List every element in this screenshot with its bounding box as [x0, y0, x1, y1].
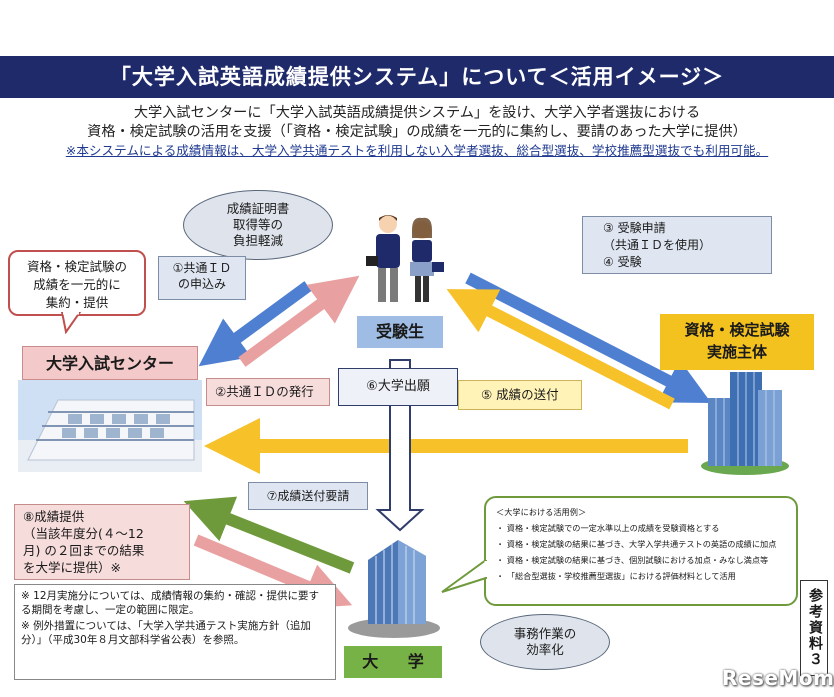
callout-pointer [60, 312, 82, 334]
uses-item-text: 資格・検定試験での一定水準以上の成績を受験資格とする [506, 523, 720, 533]
availability-note: ※本システムによる成績情報は、大学入学共通テストを利用しない入学者選抜、総合型選… [65, 143, 769, 158]
step-1-id-request: ①共通ＩＤ の申込み [158, 256, 246, 300]
bubble-line: 事務作業の [513, 626, 577, 641]
student-label: 受験生 [357, 316, 443, 348]
exam-body-line: 資格・検定試験 [684, 321, 790, 339]
arrow-id-request [198, 281, 312, 367]
step-line: （当該年度分(４～12 [23, 526, 144, 541]
center-label: 大学入試センター [22, 346, 198, 380]
step-3-4-exam-apply: ③ 受験申請 （共通ＩＤを使用） ④ 受験 [582, 216, 772, 274]
uses-item: ・ 資格・検定試験での一定水準以上の成績を受験資格とする [496, 523, 720, 533]
exam-body-line: 実施主体 [706, 343, 767, 361]
university-label: 大 学 [344, 646, 442, 678]
step-line: ①共通ＩＤ [172, 261, 232, 275]
step-line: ⑧成績提供 [23, 509, 85, 524]
arrow-id-issue [238, 275, 360, 367]
center-building-image [18, 380, 202, 472]
bubble-line: 取得等の [232, 217, 283, 232]
footnote-item: ※ 例外措置については、「大学入学共通テスト実施方針（追加分）」（平成30年８月… [21, 620, 311, 646]
uses-heading: ＜大学における活用例＞ [496, 507, 587, 517]
page-title: 「大学入試英語成績提供システム」について＜活用イメージ＞ [0, 56, 834, 98]
uses-item: ・ 「総合型選抜・学校推薦型選抜」における評価材料として活用 [496, 571, 736, 581]
center-role-callout: 資格・検定試験の 成績を一元的に 集約・提供 [8, 250, 146, 316]
step-line: 月) の２回までの結果 [23, 543, 145, 558]
exam-body-label: 資格・検定試験 実施主体 [660, 314, 814, 370]
bubble-line: 成績証明書 [226, 201, 290, 216]
step-7-score-request: ⑦成績送付要請 [248, 482, 368, 510]
footnote-item: ※ 12月実施分については、成績情報の集約・確認・提供に要する期間を考慮し、一定… [21, 590, 319, 616]
step-line: ③ 受験申請 [603, 221, 666, 235]
exam-body-building-image [701, 372, 789, 475]
students-icon [366, 215, 444, 302]
university-uses-box: ＜大学における活用例＞ ・ 資格・検定試験での一定水準以上の成績を受験資格とする… [484, 496, 798, 606]
step-8-score-provide: ⑧成績提供 （当該年度分(４～12 月) の２回までの結果 を大学に提供）※ [14, 504, 190, 580]
bubble-line: 効率化 [526, 642, 564, 657]
callout-line: 成績を一元的に [33, 277, 121, 292]
callout-line: 集約・提供 [45, 295, 109, 310]
uses-item-text: 「総合型選抜・学校推薦型選抜」における評価材料として活用 [506, 571, 736, 581]
intro-line-2: 資格・検定試験の活用を支援（「資格・検定試験」の成績を一元的に集約し、要請のあっ… [87, 124, 747, 140]
uses-item-text: 資格・検定試験の結果に基づき、大学入学共通テストの英語の成績に加点 [506, 539, 777, 549]
arrow-score-to-student [446, 289, 675, 410]
resemom-watermark: ReseMom [722, 666, 834, 690]
uses-item: ・ 資格・検定試験の結果に基づき、大学入学共通テストの英語の成績に加点 [496, 539, 777, 549]
footnotes-box: ※ 12月実施分については、成績情報の集約・確認・提供に要する期間を考慮し、一定… [14, 584, 336, 680]
bubble-line: 負担軽減 [232, 233, 283, 248]
university-building-image [348, 540, 440, 638]
step-line: （共通ＩＤを使用） [603, 238, 712, 252]
arrow-exam-apply [465, 272, 712, 403]
uses-item-text: 資格・検定試験の結果に基づき、個別試験における加点・みなし満点等 [506, 555, 769, 565]
step-2-id-issue: ②共通ＩＤの発行 [206, 378, 330, 406]
uses-pointer [441, 560, 488, 593]
step-5-score-send: ⑤ 成績の送付 [458, 380, 582, 410]
step-line: ④ 受験 [603, 255, 642, 269]
student-benefit-bubble: 成績証明書 取得等の 負担軽減 [183, 190, 333, 260]
intro-text: 大学入試センターに「大学入試英語成績提供システム」を設け、大学入学者選抜における… [0, 104, 834, 142]
reference-material-label: 参考資料３ [800, 580, 828, 676]
callout-line: 資格・検定試験の [26, 259, 127, 274]
intro-line-1: 大学入試センターに「大学入試英語成績提供システム」を設け、大学入学者選抜における [133, 105, 701, 121]
uses-item: ・ 資格・検定試験の結果に基づき、個別試験における加点・みなし満点等 [496, 555, 769, 565]
university-benefit-bubble: 事務作業の 効率化 [480, 614, 610, 670]
step-line: を大学に提供）※ [23, 560, 121, 575]
step-line: の申込み [177, 277, 226, 291]
step-6-university-application: ⑥大学出願 [338, 368, 458, 406]
arrow-score-request [183, 496, 355, 574]
